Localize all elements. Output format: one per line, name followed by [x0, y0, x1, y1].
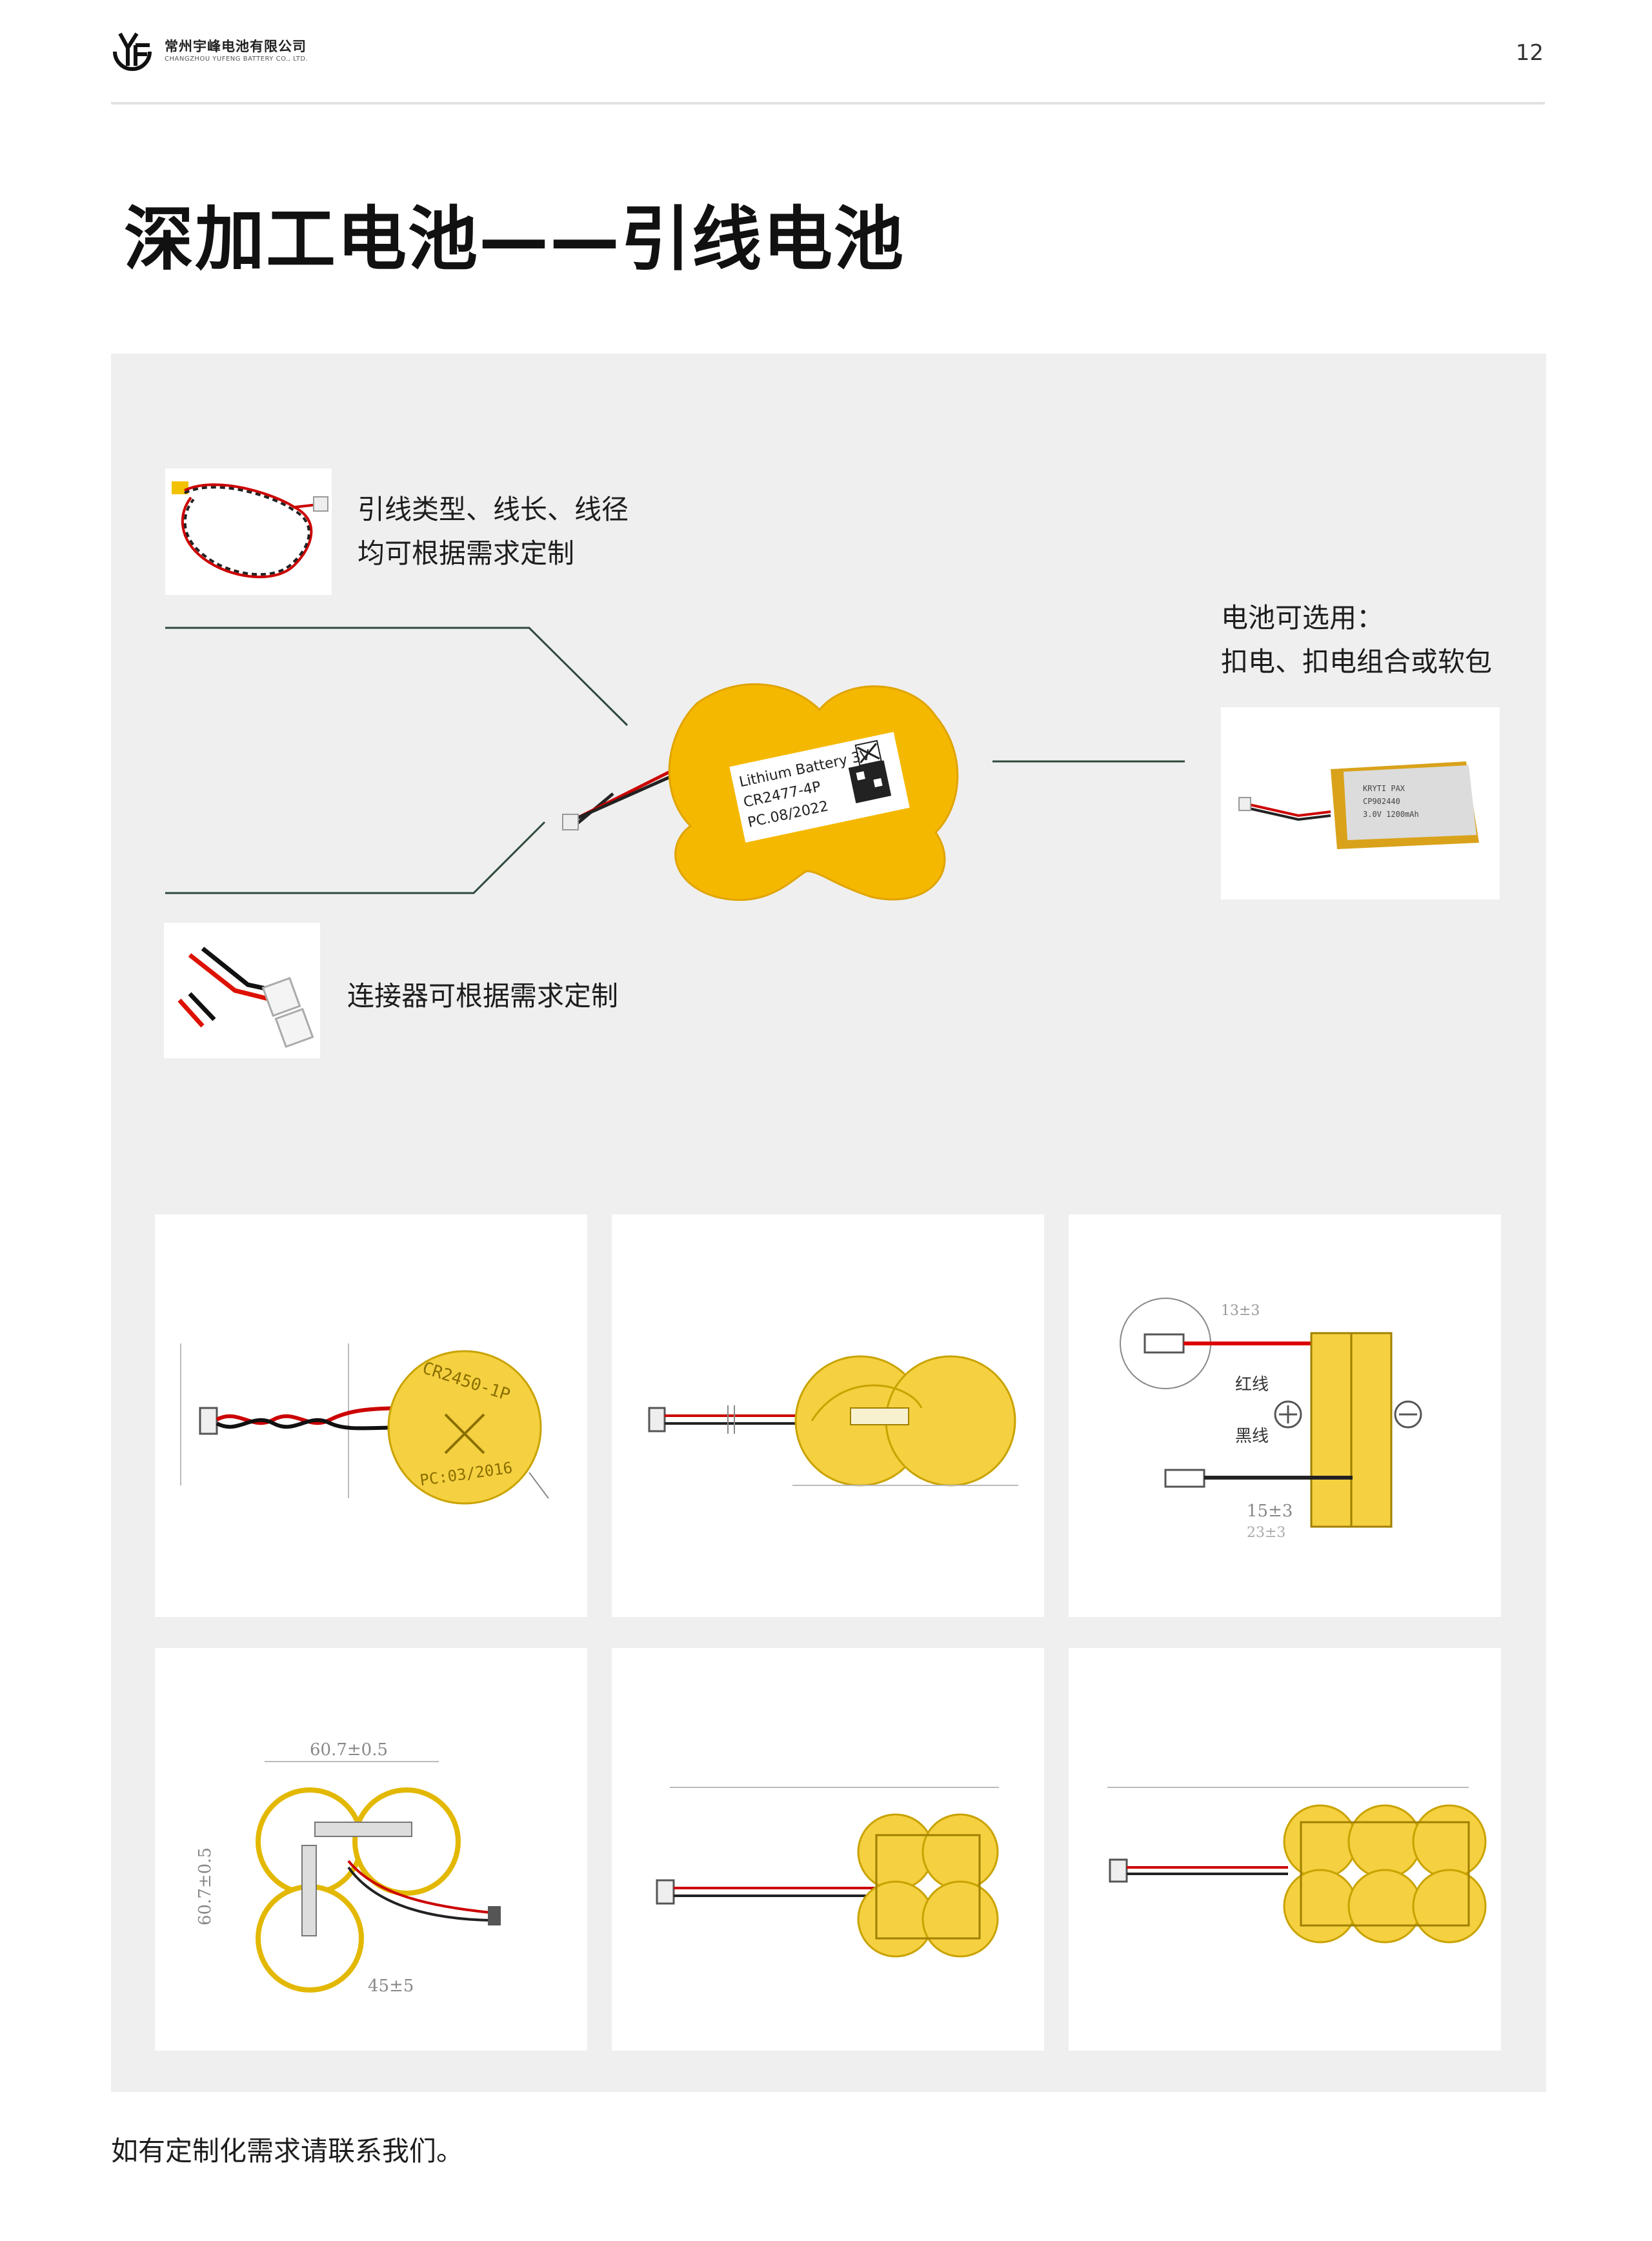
footer-note: 如有定制化需求请联系我们。 [111, 2135, 464, 2167]
pouch-label-line1: KRYTI PAX [1363, 784, 1405, 793]
company-name-en: CHANGZHOU YUFENG BATTERY CO., LTD. [165, 55, 308, 63]
dim-top: 13±3 [1221, 1303, 1260, 1319]
drawing-side-view: 红线 黑线 13±3 15±3 23±3 [1069, 1214, 1501, 1617]
dim-top-d4: 60.7±0.5 [310, 1740, 388, 1760]
lead-wire-caption-line1: 引线类型、线长、线径 [358, 494, 629, 525]
pouch-label-line3: 3.0V 1200mAh [1363, 810, 1419, 819]
dim-bottom-d4: 45±5 [368, 1976, 414, 1996]
battery-options-line1: 电池可选用： [1221, 602, 1384, 634]
lead-wire-image [165, 468, 332, 595]
black-wire-label: 黑线 [1235, 1427, 1269, 1446]
dim-side-d4: 60.7±0.5 [196, 1847, 215, 1925]
pouch-battery-image: KRYTI PAX CP902440 3.0V 1200mAh [1221, 707, 1500, 899]
lead-wire-caption-line2: 均可根据需求定制 [358, 538, 575, 569]
red-wire-label: 红线 [1235, 1375, 1269, 1394]
pouch-label-line2: CP902440 [1363, 797, 1400, 806]
battery-options-line2: 扣电、扣电组合或软包 [1221, 646, 1493, 678]
lead-wire-caption: 引线类型、线长、线径 均可根据需求定制 [358, 488, 629, 576]
drawing-4p-cluster [612, 1648, 1044, 2051]
drawing-6p-cluster [1069, 1648, 1501, 2051]
page-title: 深加工电池——引线电池 [124, 199, 905, 280]
battery-options-caption: 电池可选用： 扣电、扣电组合或软包 [1221, 596, 1492, 684]
connector-caption-line1: 连接器可根据需求定制 [347, 980, 619, 1012]
header-divider [111, 102, 1545, 105]
connector-image [164, 923, 320, 1058]
drawing-2p-series [612, 1214, 1044, 1617]
main-battery-image: Lithium Battery 3V CR2477-4P PC.08/2022 [549, 665, 987, 923]
drawing-3p-cluster: 60.7±0.5 60.7±0.5 45±5 [155, 1648, 587, 2051]
dim-bottom: 15±3 [1247, 1502, 1293, 1521]
dim-bottom-2: 23±3 [1247, 1525, 1285, 1541]
company-name: 常州宇峰电池有限公司 [165, 39, 307, 54]
connector-caption: 连接器可根据需求定制 [347, 974, 618, 1018]
drawing-coin-1p: CR2450-1P PC:03/2016 [155, 1214, 587, 1617]
page-number: 12 [1515, 40, 1544, 66]
company-logo [111, 26, 154, 76]
